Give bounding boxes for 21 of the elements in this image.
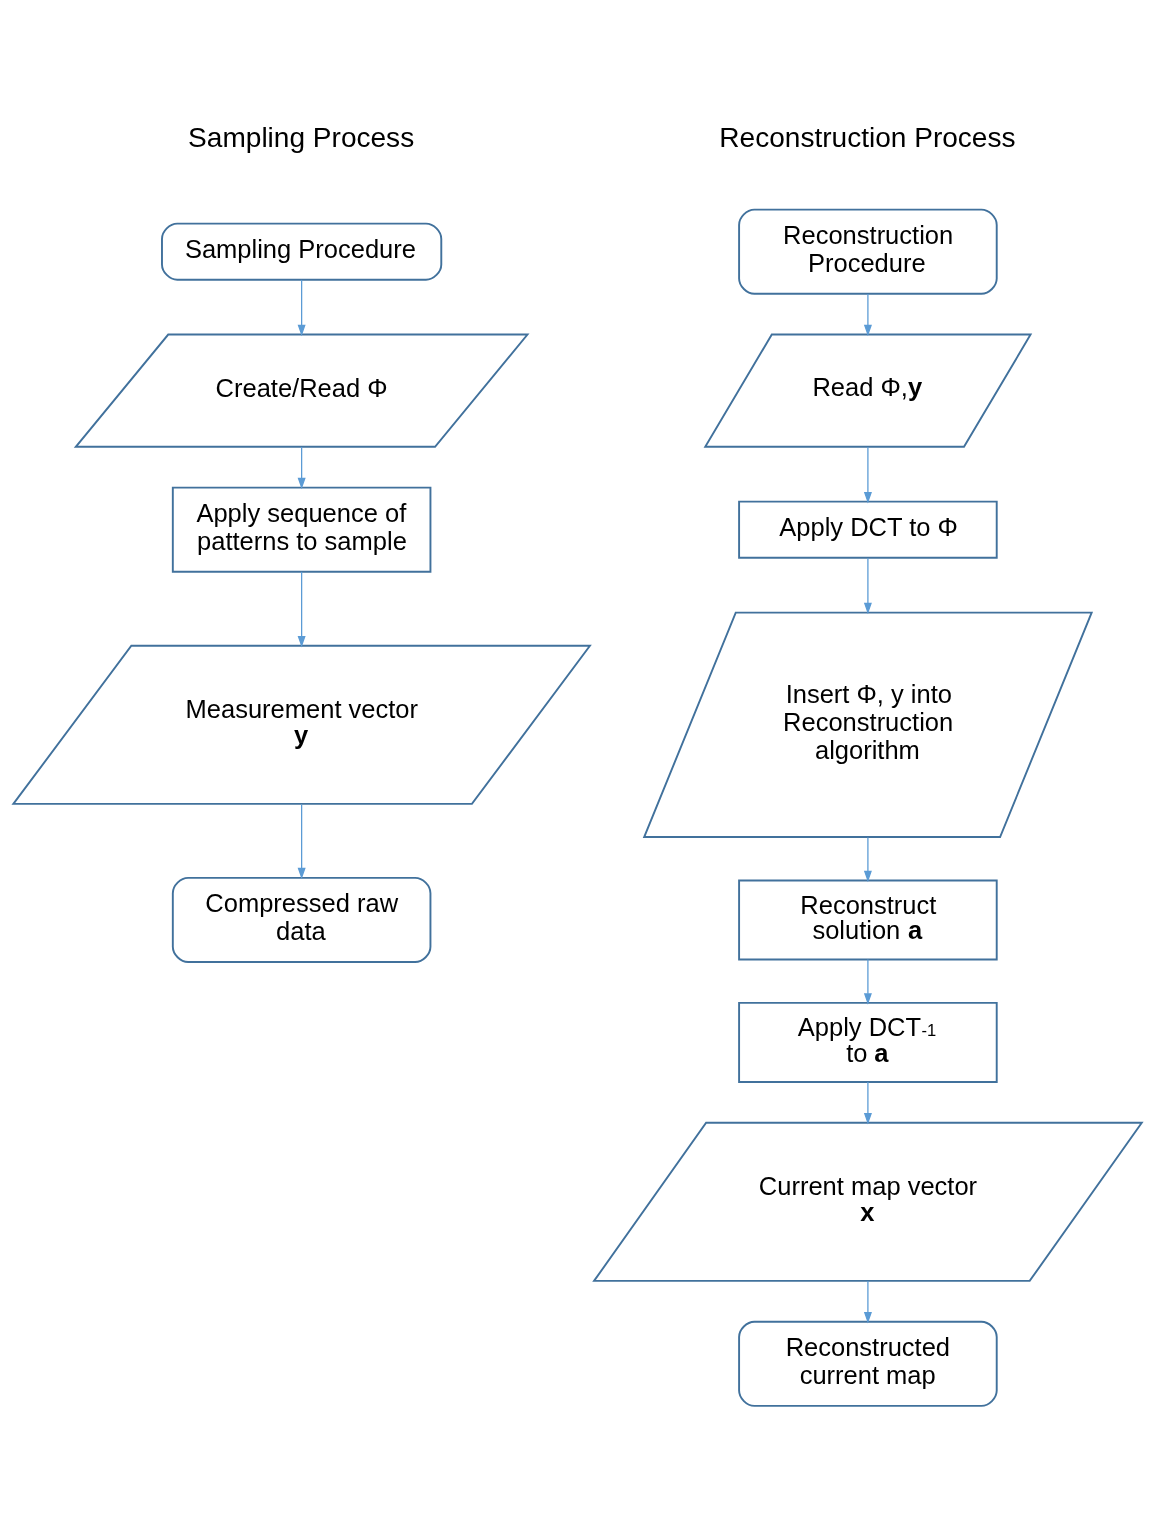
arrow	[297, 803, 306, 879]
arrow	[297, 570, 306, 647]
node-box: Reconstruction Procedure	[738, 208, 998, 295]
arrow	[863, 292, 872, 336]
arrow	[863, 1279, 872, 1324]
node-box: Apply DCT-1 to a	[738, 1001, 998, 1083]
label: Reconstruction Process	[719, 121, 1016, 153]
arrow	[863, 836, 872, 882]
node-box: Apply sequence of patterns to sample	[171, 486, 432, 573]
node-box: Sampling Procedure	[161, 222, 443, 281]
arrow	[297, 445, 306, 489]
node-box: Reconstruct solution a	[738, 879, 998, 960]
node-box: Reconstructed current map	[738, 1320, 998, 1407]
arrow	[863, 445, 872, 504]
node-box: Apply DCT to Φ	[738, 500, 998, 559]
node-box: Compressed raw data	[171, 876, 432, 963]
arrow	[297, 278, 306, 336]
arrow	[863, 1080, 872, 1125]
arrow	[863, 958, 872, 1005]
arrow	[863, 557, 872, 614]
label: Sampling Process	[188, 121, 415, 153]
